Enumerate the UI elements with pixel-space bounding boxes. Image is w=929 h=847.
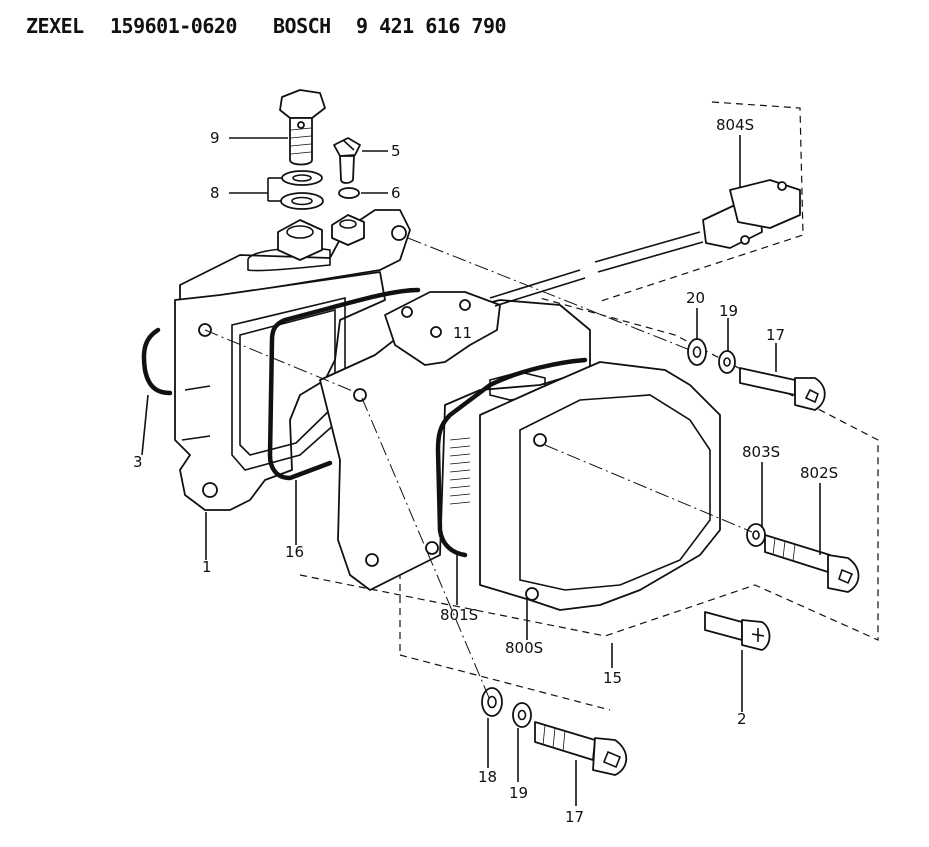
lockwasher-part-19-upper bbox=[718, 350, 736, 374]
bosch-part-number: 9 421 616 790 bbox=[356, 14, 507, 38]
group-boundary-outer bbox=[399, 440, 611, 711]
callout-18: 18 bbox=[478, 768, 497, 786]
callout-2: 2 bbox=[737, 710, 747, 728]
callout-19-lower: 19 bbox=[509, 784, 528, 802]
banjo-bolt-part-9 bbox=[279, 89, 326, 166]
nut-fitting bbox=[331, 214, 365, 246]
callout-15: 15 bbox=[603, 669, 622, 687]
callout-802s: 802S bbox=[800, 464, 838, 482]
brand-label: ZEXEL bbox=[26, 14, 84, 38]
callout-6: 6 bbox=[391, 184, 401, 202]
cooling-fins bbox=[449, 437, 471, 505]
gasket-part-3 bbox=[141, 327, 173, 396]
callout-20: 20 bbox=[686, 289, 705, 307]
callout-17-upper: 17 bbox=[766, 326, 785, 344]
gasket-part-16 bbox=[267, 287, 421, 481]
cover-part-800s bbox=[479, 361, 721, 611]
washer-part-20 bbox=[687, 338, 707, 366]
gasket-part-801s bbox=[435, 357, 588, 558]
callout-11: 11 bbox=[453, 324, 472, 342]
screw-part-5 bbox=[333, 137, 361, 184]
harness-part-804s bbox=[489, 179, 801, 307]
callout-19-upper: 19 bbox=[719, 302, 738, 320]
callout-8: 8 bbox=[210, 184, 220, 202]
banjo-fitting bbox=[277, 219, 323, 261]
bosch-label: BOSCH bbox=[273, 14, 331, 38]
centerlines bbox=[204, 237, 753, 701]
washer-part-18 bbox=[481, 687, 503, 717]
callout-3: 3 bbox=[133, 453, 143, 471]
washer-part-6 bbox=[338, 187, 360, 199]
group-boundary-15 bbox=[299, 297, 879, 641]
bolt-part-17-upper bbox=[739, 367, 826, 411]
callout-1: 1 bbox=[202, 558, 212, 576]
callout-16: 16 bbox=[285, 543, 304, 561]
leader-lines bbox=[141, 135, 821, 806]
callout-17-lower: 17 bbox=[565, 808, 584, 826]
callout-804s: 804S bbox=[716, 116, 754, 134]
callout-800s: 800S bbox=[505, 639, 543, 657]
callout-801s: 801S bbox=[440, 606, 478, 624]
washers-part-8 bbox=[280, 170, 324, 210]
callout-labels: 9 8 5 6 3 1 16 11 801S 800S 15 2 803S 80… bbox=[133, 116, 838, 826]
lockwasher-part-19-lower bbox=[512, 702, 532, 728]
callout-9: 9 bbox=[210, 129, 220, 147]
bolt-part-17-lower bbox=[534, 721, 628, 776]
callout-803s: 803S bbox=[742, 443, 780, 461]
screw-part-2 bbox=[704, 611, 771, 651]
callout-5: 5 bbox=[391, 142, 401, 160]
zexel-part-number: 159601-0620 bbox=[110, 14, 237, 38]
bolt-part-802s bbox=[764, 534, 860, 593]
